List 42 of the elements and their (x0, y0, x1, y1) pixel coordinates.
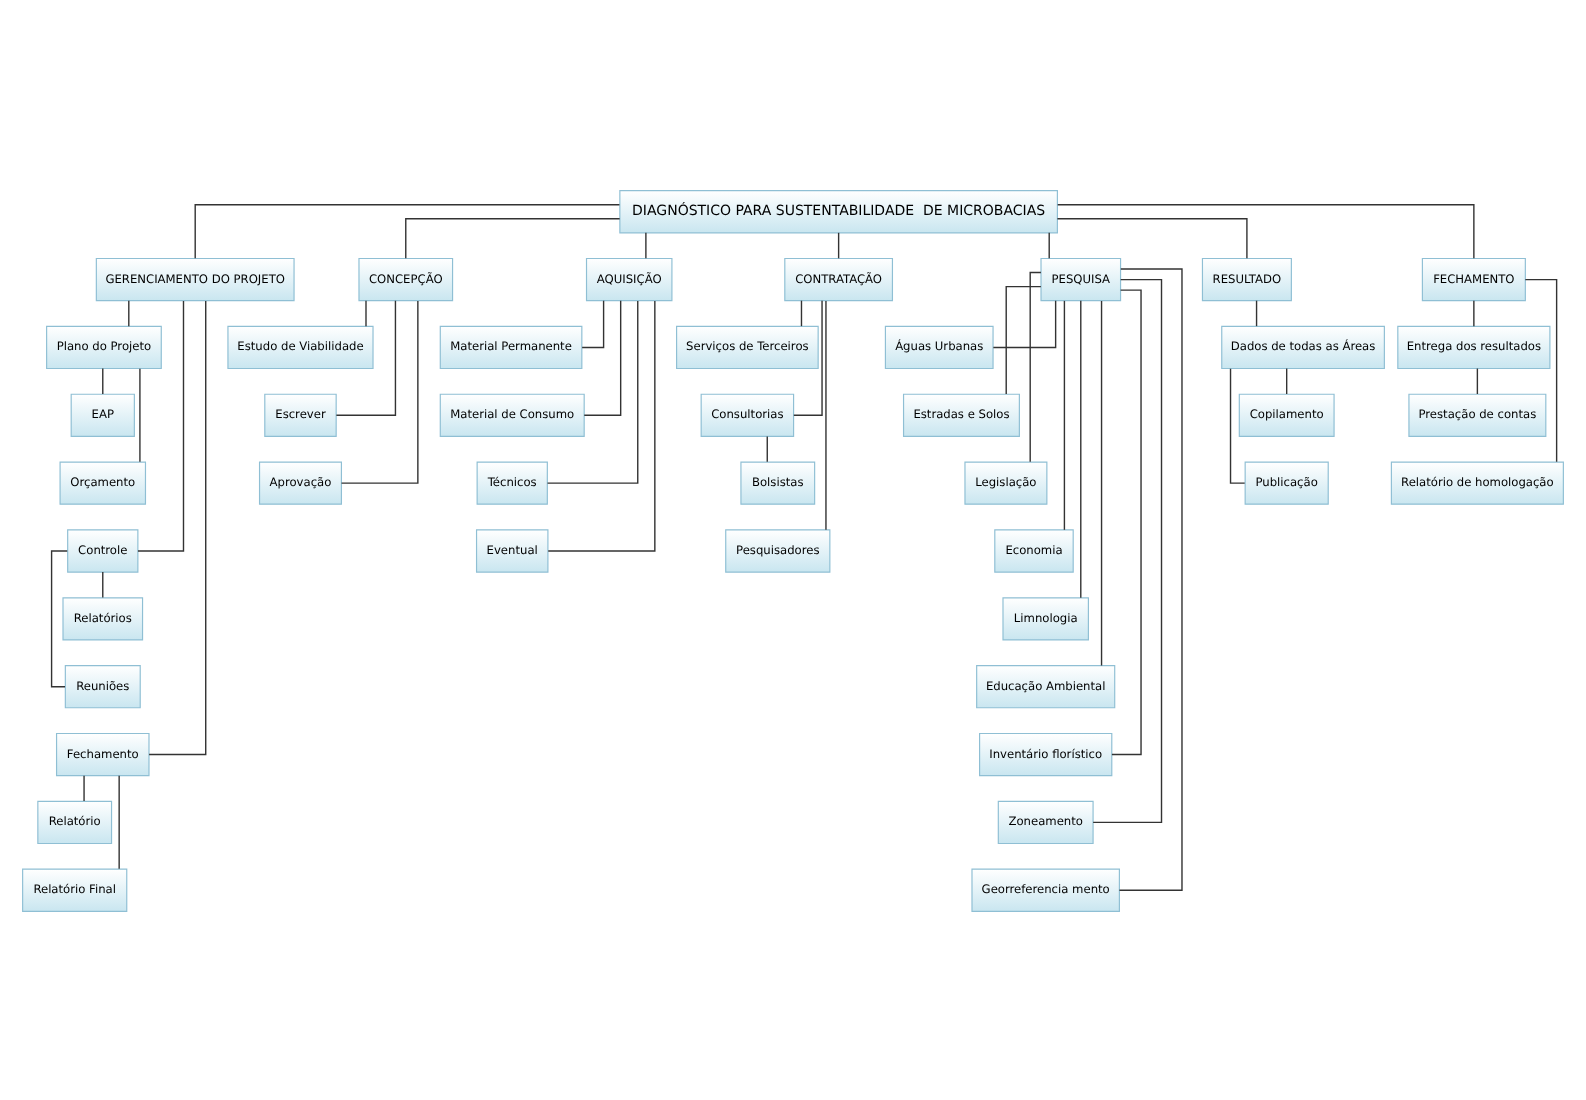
connector (547, 299, 656, 551)
connector (50, 549, 68, 687)
connector (1092, 277, 1163, 823)
connector (825, 299, 827, 530)
connector (1048, 231, 1050, 258)
connector (335, 299, 397, 415)
connector (1100, 299, 1103, 666)
connector (837, 231, 840, 258)
connector (139, 366, 141, 462)
connector (340, 299, 419, 483)
connector (1473, 299, 1475, 326)
connector (581, 299, 605, 348)
connector (194, 203, 621, 259)
connector (1476, 366, 1479, 394)
connector (992, 299, 1057, 348)
connector (128, 299, 130, 326)
connector (365, 299, 367, 326)
connector (137, 299, 185, 551)
connector (766, 434, 768, 462)
connector (1229, 366, 1246, 483)
connector (102, 366, 104, 394)
connector (1005, 284, 1042, 394)
connector (645, 231, 647, 258)
connector (102, 570, 104, 598)
connector (1080, 299, 1082, 598)
connector (1057, 203, 1475, 259)
connector (800, 299, 803, 326)
connector (1255, 299, 1258, 326)
connector (1029, 270, 1042, 462)
connector (1118, 267, 1183, 890)
connector (1286, 366, 1288, 394)
connector (1056, 217, 1248, 258)
connector (1063, 299, 1066, 530)
connector (1524, 277, 1558, 462)
connector (546, 299, 639, 483)
connector (1111, 288, 1142, 755)
connector (793, 299, 823, 415)
connector (83, 773, 85, 801)
connector (405, 217, 621, 258)
connector (148, 299, 207, 755)
connector (583, 299, 622, 415)
connector (118, 774, 120, 869)
